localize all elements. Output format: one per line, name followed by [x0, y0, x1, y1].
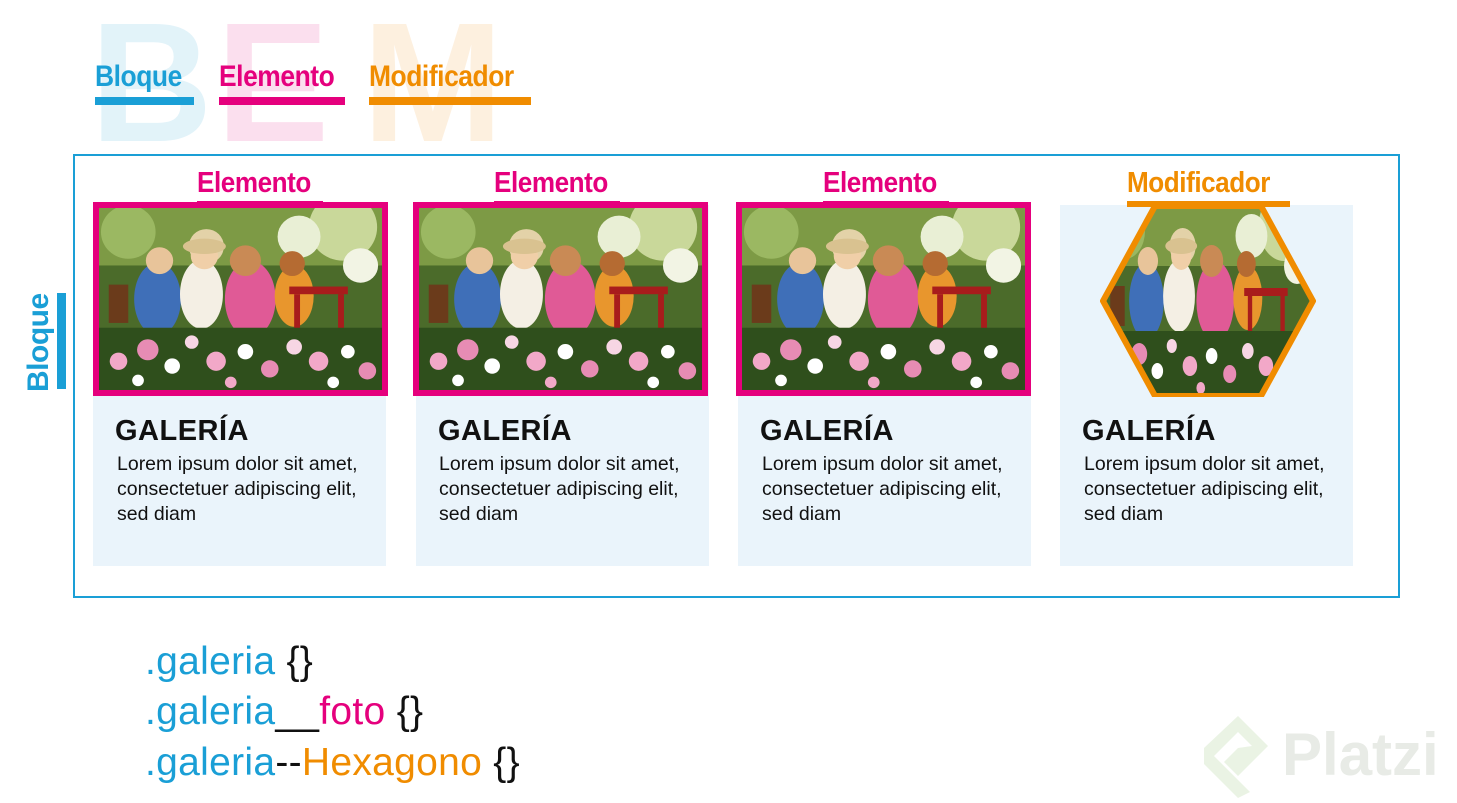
block-frame [73, 154, 1400, 598]
code-braces: {} [286, 640, 314, 683]
card-2-label-underline [494, 201, 620, 207]
card-2-title: GALERÍA [438, 415, 572, 447]
code-line-modifier: .galeria--Hexagono {} [145, 741, 520, 785]
card-1-title: GALERÍA [115, 415, 249, 447]
code-line-element: .galeria__foto {} [145, 690, 423, 734]
card-4-title: GALERÍA [1082, 415, 1216, 447]
card-3-text: Lorem ipsum dolor sit amet, consectetuer… [762, 453, 1003, 525]
platzi-logo-icon [1204, 716, 1268, 798]
gallery-photo-hexagon [1100, 205, 1316, 397]
code-braces: {} [396, 690, 424, 733]
card-4-label-underline [1127, 201, 1290, 207]
bem-letter-b: B [90, 0, 213, 178]
bem-letter-e: E [216, 0, 330, 178]
card-3-label-underline [823, 201, 949, 207]
code-block-class: .galeria [145, 640, 276, 683]
gallery-photo-2 [413, 202, 708, 396]
code-braces: {} [493, 741, 520, 784]
card-2-label: Elemento [494, 167, 608, 199]
legend-modificador: Modificador [369, 60, 514, 93]
side-bloque-label: Bloque [22, 293, 55, 392]
code-block-class: .galeria [145, 690, 276, 733]
gallery-photo-3 [736, 202, 1031, 396]
card-3-label: Elemento [823, 167, 937, 199]
code-element-name: foto [319, 690, 386, 733]
gallery-photo-1 [93, 202, 388, 396]
card-1-text: Lorem ipsum dolor sit amet, consectetuer… [117, 453, 358, 525]
legend-elemento: Elemento [219, 60, 335, 93]
card-4-text: Lorem ipsum dolor sit amet, consectetuer… [1084, 453, 1325, 525]
code-block-class: .galeria [145, 741, 276, 784]
platzi-watermark: Platzi [1198, 710, 1448, 800]
platzi-wordmark: Platzi [1282, 721, 1439, 788]
code-modifier-name: Hexagono [301, 741, 483, 784]
card-3-title: GALERÍA [760, 415, 894, 447]
legend-elemento-underline [219, 97, 345, 105]
code-line-block: .galeria {} [145, 640, 313, 684]
card-2-text: Lorem ipsum dolor sit amet, consectetuer… [439, 453, 680, 525]
code-element-separator: __ [275, 690, 320, 733]
card-4-label: Modificador [1127, 167, 1270, 199]
legend-bloque-underline [95, 97, 194, 105]
legend-bloque: Bloque [95, 60, 182, 93]
bem-letter-m: M [362, 0, 504, 178]
card-1-label-underline [197, 201, 323, 207]
card-1-label: Elemento [197, 167, 311, 199]
code-modifier-separator: -- [275, 741, 302, 784]
legend-modificador-underline [369, 97, 531, 105]
side-bloque-bar [57, 293, 66, 389]
